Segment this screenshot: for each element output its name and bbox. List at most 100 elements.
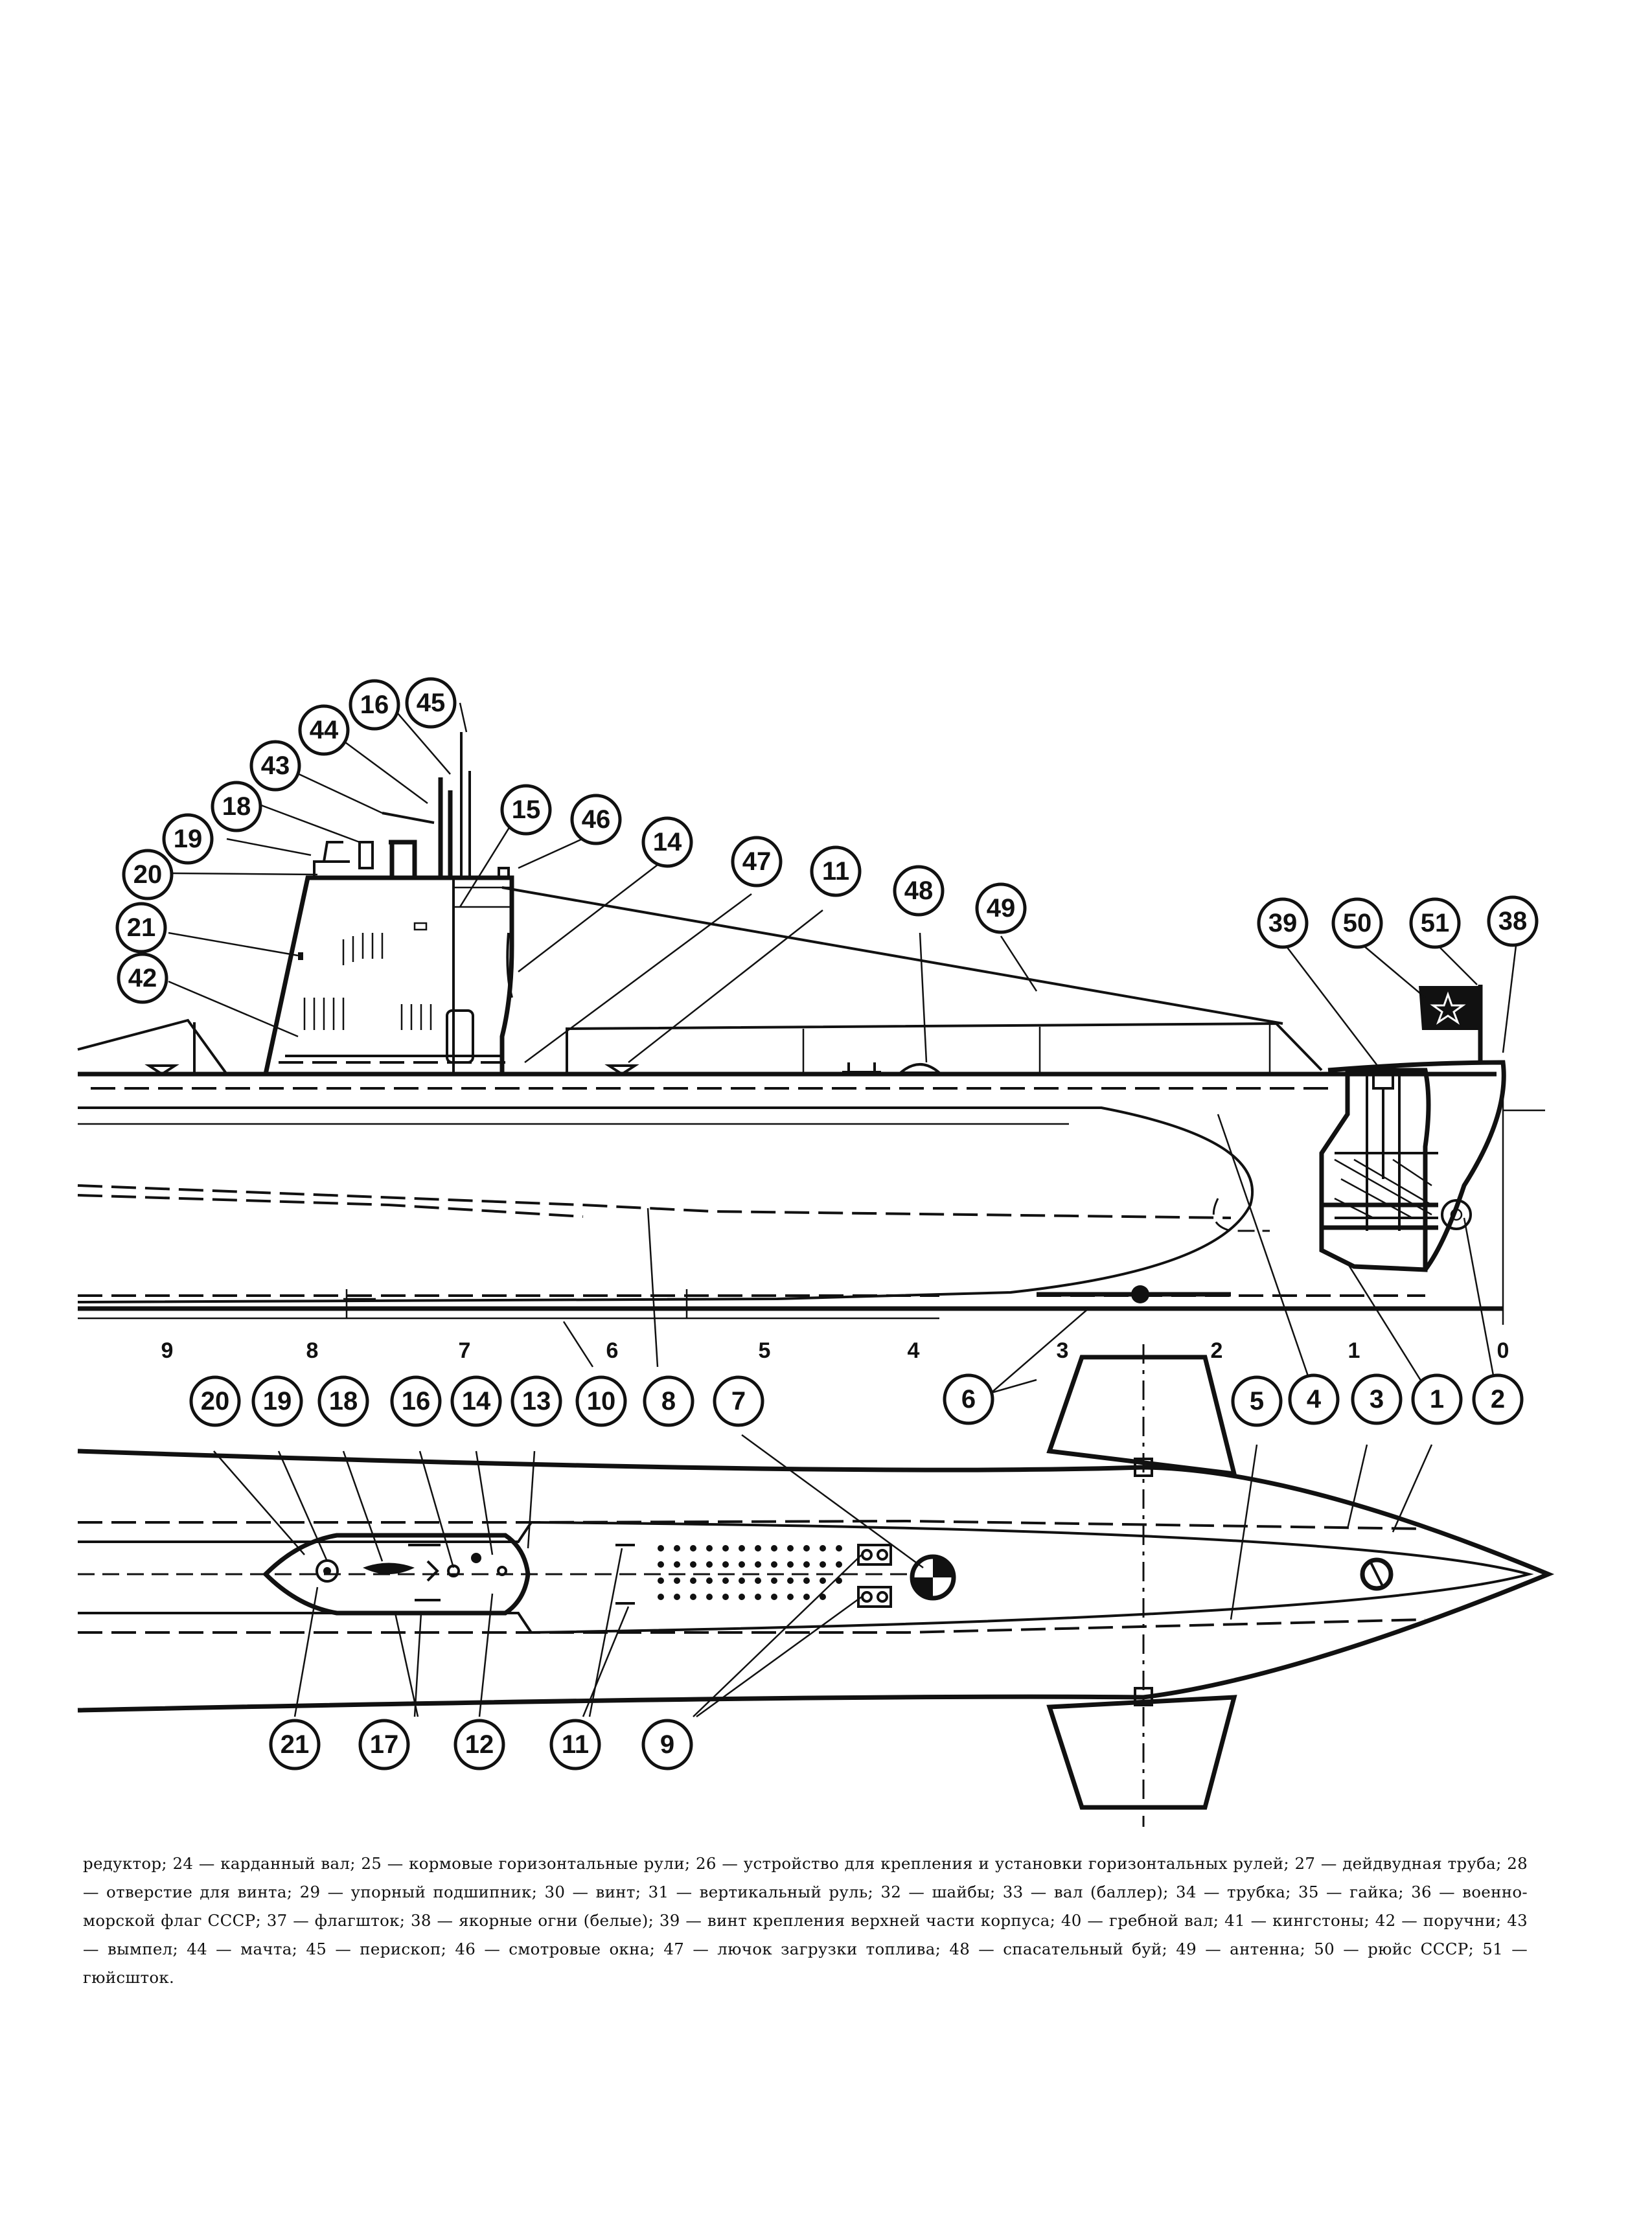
station-1: 1 <box>1348 1338 1360 1363</box>
svg-text:6: 6 <box>961 1385 976 1414</box>
stern-outline <box>1327 1060 1506 1272</box>
station-8: 8 <box>306 1338 319 1363</box>
callout-19-top: 19 <box>251 1375 303 1427</box>
callout-21: 21 <box>115 902 167 954</box>
top-dash-upper <box>78 1519 1426 1530</box>
callout-7: 7 <box>713 1375 764 1427</box>
svg-text:5: 5 <box>1250 1387 1264 1415</box>
svg-text:21: 21 <box>281 1730 310 1759</box>
callout-14-top: 14 <box>450 1375 502 1427</box>
callout-11: 11 <box>810 845 862 897</box>
stabilizer-lower <box>1046 1695 1237 1810</box>
svg-text:49: 49 <box>987 894 1016 922</box>
station-9: 9 <box>161 1338 174 1363</box>
svg-text:1: 1 <box>1430 1385 1444 1414</box>
callout-14: 14 <box>641 816 693 868</box>
svg-text:18: 18 <box>222 792 251 821</box>
callout-39: 39 <box>1257 897 1309 949</box>
station-numbers: 9 8 7 6 5 4 3 2 1 0 <box>161 1338 1509 1363</box>
svg-text:44: 44 <box>310 716 339 744</box>
svg-text:12: 12 <box>465 1730 494 1759</box>
svg-text:19: 19 <box>263 1387 292 1415</box>
conning-tower <box>263 732 514 1075</box>
svg-text:11: 11 <box>822 857 849 886</box>
callout-16: 16 <box>349 679 400 731</box>
callout-13: 13 <box>511 1375 562 1427</box>
svg-text:15: 15 <box>512 796 541 824</box>
svg-text:42: 42 <box>128 964 157 992</box>
svg-text:50: 50 <box>1343 909 1372 937</box>
station-6: 6 <box>606 1338 619 1363</box>
callout-15: 15 <box>500 784 552 836</box>
svg-text:16: 16 <box>360 691 389 719</box>
svg-text:39: 39 <box>1268 909 1298 937</box>
svg-text:2: 2 <box>1491 1385 1505 1414</box>
svg-text:14: 14 <box>462 1387 491 1415</box>
top-dash-lower <box>78 1618 1426 1634</box>
svg-text:46: 46 <box>582 805 611 834</box>
callout-3: 3 <box>1351 1373 1403 1425</box>
hull-outline-top <box>77 1449 1555 1713</box>
svg-text:48: 48 <box>904 876 934 905</box>
svg-text:51: 51 <box>1421 909 1450 937</box>
svg-text:10: 10 <box>587 1387 616 1415</box>
callout-51: 51 <box>1409 897 1461 949</box>
callout-42: 42 <box>117 952 168 1004</box>
callout-6-side: 6 <box>943 1373 994 1425</box>
hatch-icon <box>1360 1557 1394 1591</box>
railing-aft <box>566 1022 1323 1074</box>
callout-4: 4 <box>1288 1373 1340 1425</box>
callout-5: 5 <box>1231 1375 1283 1427</box>
callout-47: 47 <box>731 836 783 888</box>
callout-20: 20 <box>122 849 174 900</box>
shaft-dash-upper-2 <box>77 1194 584 1218</box>
side-view <box>77 702 1545 1325</box>
top-callouts: 20 19 18 16 14 13 10 8 7 5 21 17 12 11 9 <box>189 1375 1283 1770</box>
callout-18: 18 <box>211 781 262 832</box>
callout-21-top: 21 <box>269 1719 321 1770</box>
station-7: 7 <box>459 1338 471 1363</box>
callout-46: 46 <box>570 794 622 845</box>
railing-fwd <box>77 1018 228 1075</box>
callout-17: 17 <box>358 1719 410 1770</box>
propeller-outline <box>1212 1198 1270 1232</box>
svg-text:20: 20 <box>133 860 163 889</box>
svg-text:19: 19 <box>174 825 203 853</box>
svg-text:17: 17 <box>370 1730 399 1759</box>
callout-2: 2 <box>1472 1373 1524 1425</box>
callout-38: 38 <box>1487 895 1539 947</box>
station-0: 0 <box>1497 1338 1509 1363</box>
inner-hull-curve <box>77 1106 1254 1303</box>
callout-50: 50 <box>1331 897 1383 949</box>
svg-text:20: 20 <box>201 1387 230 1415</box>
callout-43: 43 <box>249 740 301 792</box>
svg-text:43: 43 <box>261 751 290 780</box>
caption-legend: редуктор; 24 — карданный вал; 25 — кормо… <box>83 1854 1528 1987</box>
svg-text:3: 3 <box>1370 1385 1384 1414</box>
svg-text:47: 47 <box>742 847 772 876</box>
callout-10: 10 <box>575 1375 627 1427</box>
star-icon <box>1430 991 1466 1025</box>
top-leader-lines <box>213 1434 1433 1718</box>
callout-49: 49 <box>975 882 1027 934</box>
callout-18-top: 18 <box>317 1375 369 1427</box>
lower-side-callouts: 6 4 3 1 2 <box>943 1373 1524 1425</box>
svg-text:45: 45 <box>417 689 446 717</box>
shaft-dash-upper <box>77 1184 1232 1219</box>
svg-text:21: 21 <box>127 913 156 942</box>
top-view <box>77 1344 1555 1827</box>
callout-16-top: 16 <box>390 1375 442 1427</box>
stabilizer-upper <box>1046 1355 1237 1477</box>
svg-text:13: 13 <box>522 1387 551 1415</box>
svg-text:18: 18 <box>329 1387 358 1415</box>
callout-12: 12 <box>453 1719 505 1770</box>
station-4: 4 <box>908 1338 920 1363</box>
callout-1: 1 <box>1411 1373 1463 1425</box>
callout-20-top: 20 <box>189 1375 241 1427</box>
rudder-section <box>1319 1068 1472 1272</box>
callout-44: 44 <box>298 704 350 756</box>
side-callouts: 16 45 44 43 18 19 20 21 42 15 46 14 47 1… <box>115 677 1539 1004</box>
antenna-wire <box>501 886 1283 1025</box>
svg-text:9: 9 <box>660 1730 674 1759</box>
